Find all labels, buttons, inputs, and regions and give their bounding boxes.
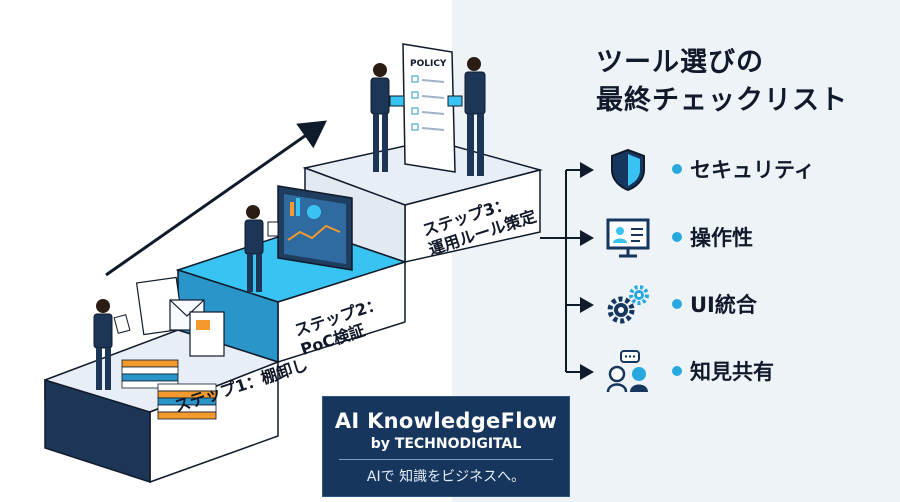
checklist-item-ui-integration: UI統合 [604,281,864,329]
checklist-item-label: セキュリティ [690,158,815,182]
checklist-title: ツール選びの 最終チェックリスト [596,47,848,116]
brand-box: AI KnowledgeFlow by TECHNODIGITAL AIで 知識… [322,396,570,497]
person-step-3-man [447,57,486,176]
bullet-dot [672,299,682,309]
bullet-dot [672,366,682,376]
bullet-dot [672,164,682,174]
gears-icon [607,285,649,324]
checklist-item-knowledge-sharing: 知見共有 [604,348,864,396]
document-stacks [121,276,225,420]
checklist-item-label: 操作性 [690,226,753,250]
branch-connector [540,162,594,380]
progress-arrow [105,120,327,277]
checklist-item-usability: 操作性 [604,214,864,262]
person-step-1 [93,299,131,390]
dashboard-screen [277,185,353,271]
policy-document: POLICY [402,43,456,173]
brand-by-line: by TECHNODIGITAL [370,436,522,452]
monitor-user-icon [606,218,650,258]
people-chat-icon [606,350,648,393]
brand-divider [339,459,553,460]
brand-tagline: AIで 知識をビジネスへ。 [366,469,526,485]
checklist-item-label: 知見共有 [690,360,774,384]
person-step-3-woman [370,63,405,172]
person-step-2 [244,205,279,292]
policy-heading: POLICY [410,59,447,69]
checklist-item-security: セキュリティ [604,146,864,194]
bullet-dot [672,232,682,242]
checklist-item-label: UI統合 [690,293,757,317]
brand-name: AI KnowledgeFlow [334,409,558,433]
shield-icon [611,148,645,192]
